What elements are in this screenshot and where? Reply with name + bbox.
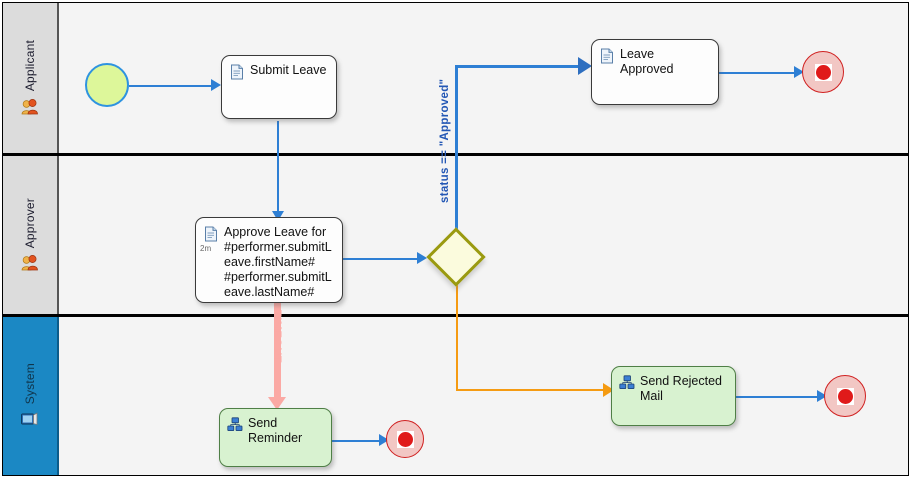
task-send-rejected-mail[interactable]: Send Rejected Mail (611, 366, 736, 426)
lane-label-approver: Approver (23, 197, 37, 249)
end-event-approved[interactable] (802, 51, 844, 93)
arrow-submit-to-approve (272, 211, 284, 221)
flow-timeout-to-reminder (274, 303, 281, 401)
task-duration-badge: 2m (200, 244, 212, 253)
arrow-reminder-to-end (379, 434, 389, 446)
flow-gateway-to-rejected-vertical (456, 281, 458, 390)
lane-label-system: System (23, 363, 37, 405)
arrow-approve-to-gateway (417, 252, 427, 264)
arrow-gateway-to-rejected (603, 383, 614, 397)
group-people-icon (20, 254, 40, 272)
gateway-diamond (426, 227, 486, 287)
arrow-timeout-to-reminder (268, 397, 286, 410)
end-event-rejected[interactable] (824, 375, 866, 417)
lane-header-approver[interactable]: Approver (3, 156, 59, 314)
form-document-icon (229, 64, 245, 80)
service-computer-icon (227, 417, 243, 433)
flow-gateway-to-approved-vertical (455, 65, 459, 231)
arrow-start-to-submit (211, 79, 221, 91)
flow-reminder-to-end (332, 440, 382, 442)
lane-header-system[interactable]: System (3, 317, 59, 475)
exclusive-gateway[interactable] (426, 227, 486, 287)
end-event-marker (396, 430, 414, 448)
form-document-icon (203, 226, 219, 242)
group-people-icon (20, 98, 40, 116)
flow-gateway-to-approved-horizontal (455, 65, 581, 69)
flow-start-to-submit (129, 85, 213, 87)
lane-header-applicant[interactable]: Applicant (3, 3, 59, 153)
arrow-rejected-to-end (817, 390, 827, 402)
task-leave-approved[interactable]: Leave Approved (591, 39, 719, 105)
task-submit-leave[interactable]: Submit Leave (221, 55, 337, 119)
lane-label-applicant: Applicant (23, 40, 37, 92)
task-approve-leave[interactable]: Approve Leave for #performer.submitLeave… (195, 217, 343, 303)
end-event-marker (814, 63, 832, 81)
edge-label-approved: status == "Approved" (439, 78, 451, 203)
task-label-leave-approved: Leave Approved (620, 47, 674, 76)
flow-gateway-to-rejected-horizontal (456, 389, 606, 391)
edge-label-timeout: TIMEOUT (271, 310, 283, 363)
task-label-send-rejected-mail: Send Rejected Mail (640, 374, 723, 403)
end-event-marker (836, 387, 854, 405)
service-computer-icon (619, 375, 635, 391)
form-document-icon (599, 48, 615, 64)
lane-separator-2 (3, 314, 908, 317)
task-label-send-reminder: Send Reminder (248, 416, 303, 445)
flow-rejected-to-end (736, 396, 820, 398)
flow-approve-to-gateway (343, 258, 419, 260)
arrow-approved-to-end (794, 66, 804, 78)
computer-monitor-icon (20, 411, 40, 429)
start-event[interactable] (85, 63, 129, 107)
task-label-submit-leave: Submit Leave (250, 63, 327, 77)
end-event-reminder[interactable] (386, 420, 424, 458)
arrow-gateway-to-approved (578, 57, 592, 75)
task-send-reminder[interactable]: Send Reminder (219, 408, 332, 467)
flow-approved-to-end (719, 72, 797, 74)
task-label-approve-leave: Approve Leave for #performer.submitLeave… (224, 225, 332, 299)
flow-submit-to-approve (277, 121, 279, 213)
